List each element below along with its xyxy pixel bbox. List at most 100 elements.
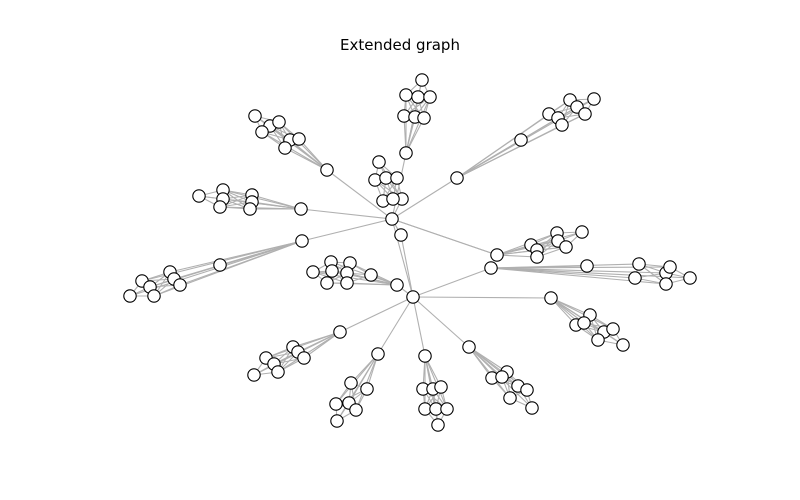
hub-connector-edge	[391, 177, 458, 220]
leaf-node	[255, 125, 269, 139]
leaf-node	[587, 92, 601, 106]
cluster-edge	[330, 261, 398, 286]
leaf-node	[440, 402, 454, 416]
cluster-edge	[261, 131, 328, 171]
leaf-node	[330, 414, 344, 428]
leaf-node	[434, 380, 448, 394]
leaf-node	[495, 370, 509, 384]
leaf-node	[628, 271, 642, 285]
cluster-edge	[265, 331, 341, 359]
hub-node	[385, 212, 399, 226]
cluster-edge	[169, 240, 303, 273]
hub-connector-edge	[412, 296, 426, 357]
connector-node	[490, 248, 504, 262]
cluster-edge	[278, 121, 328, 171]
leaf-node	[349, 403, 363, 417]
figure-title: Extended graph	[340, 36, 460, 54]
leaf-node	[297, 351, 311, 365]
leaf-node	[632, 257, 646, 271]
leaf-node	[580, 259, 594, 273]
leaf-node	[411, 90, 425, 104]
leaf-node	[520, 383, 534, 397]
leaf-node	[577, 316, 591, 330]
leaf-node	[192, 189, 206, 203]
leaf-node	[575, 225, 589, 239]
cluster-edge	[251, 201, 302, 210]
leaf-node	[292, 132, 306, 146]
leaf-node	[372, 155, 386, 169]
connector-node	[295, 234, 309, 248]
leaf-node	[390, 171, 404, 185]
cluster-edge	[303, 331, 341, 359]
connector-node	[418, 349, 432, 363]
leaf-node	[329, 397, 343, 411]
cluster-edge	[335, 353, 379, 405]
leaf-node	[123, 289, 137, 303]
cluster-edge	[550, 297, 614, 330]
nodes-layer	[123, 73, 697, 432]
hub-connector-edge	[377, 296, 414, 355]
leaf-node	[417, 111, 431, 125]
leaf-node	[272, 115, 286, 129]
cluster-edge	[346, 282, 398, 286]
connector-node	[320, 163, 334, 177]
connector-node	[544, 291, 558, 305]
leaf-node	[591, 333, 605, 347]
cluster-edge	[277, 331, 341, 373]
leaf-node	[606, 322, 620, 336]
leaf-node	[247, 368, 261, 382]
connector-node	[390, 278, 404, 292]
leaf-node	[525, 401, 539, 415]
hub-edge	[400, 234, 414, 298]
leaf-node	[271, 365, 285, 379]
leaf-node	[663, 260, 677, 274]
leaf-node	[360, 382, 374, 396]
connector-node	[294, 202, 308, 216]
leaf-node	[320, 276, 334, 290]
leaf-node	[399, 88, 413, 102]
leaf-node	[248, 109, 262, 123]
hub-connector-edge	[412, 296, 470, 348]
leaf-node	[213, 258, 227, 272]
cluster-edge	[179, 240, 303, 286]
leaf-node	[147, 289, 161, 303]
connector-node	[371, 347, 385, 361]
cluster-edge	[405, 96, 431, 154]
leaf-node	[364, 268, 378, 282]
leaf-node	[415, 73, 429, 87]
leaf-node	[344, 376, 358, 390]
cluster-edge	[355, 353, 379, 411]
edges-layer	[129, 79, 691, 426]
leaf-node	[278, 141, 292, 155]
connector-node	[399, 146, 413, 160]
leaf-node	[173, 278, 187, 292]
leaf-node	[368, 173, 382, 187]
leaf-node	[555, 118, 569, 132]
leaf-node	[616, 338, 630, 352]
leaf-node	[243, 202, 257, 216]
leaf-node	[659, 277, 673, 291]
leaf-node	[325, 264, 339, 278]
cluster-edge	[284, 147, 328, 171]
hub-connector-edge	[412, 296, 552, 299]
leaf-node	[386, 192, 400, 206]
connector-node	[450, 171, 464, 185]
leaf-node	[503, 391, 517, 405]
leaf-node	[213, 200, 227, 214]
leaf-node	[514, 133, 528, 147]
cluster-edge	[251, 194, 302, 210]
leaf-node	[423, 90, 437, 104]
leaf-node	[683, 271, 697, 285]
hub-connector-edge	[326, 169, 393, 220]
connector-node	[462, 340, 476, 354]
connector-node	[333, 325, 347, 339]
cluster-edge	[297, 331, 341, 353]
connector-node	[484, 261, 498, 275]
hub-node	[406, 290, 420, 304]
cluster-edge	[490, 267, 691, 279]
connector-node	[394, 228, 408, 242]
hub-connector-edge	[339, 296, 414, 333]
leaf-node	[559, 240, 573, 254]
leaf-node	[306, 265, 320, 279]
